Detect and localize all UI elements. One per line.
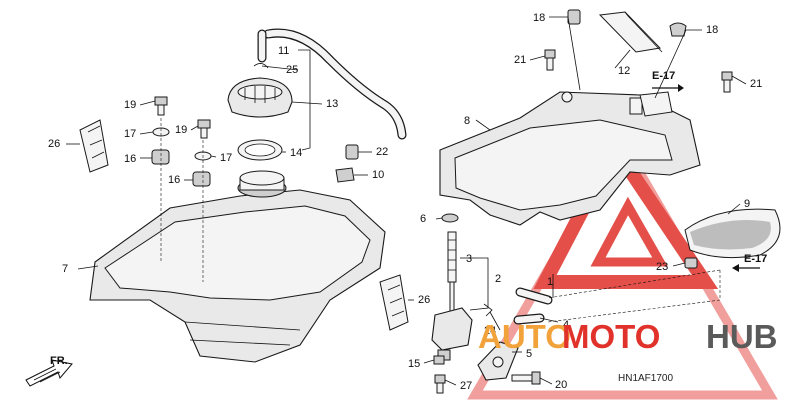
watermark-hub: HUB [706, 318, 778, 355]
callout-18-right: 18 [706, 24, 718, 36]
bolt-21-left [544, 49, 556, 71]
front-direction-arrow: FR. [25, 355, 73, 387]
cushion-22 [345, 144, 359, 160]
callout-1: 1 [547, 276, 553, 288]
section-ref-e17-top: E-17 [652, 70, 675, 82]
bolt-15 [433, 355, 445, 365]
callout-20: 20 [555, 379, 567, 391]
bolt-19-left [154, 96, 168, 116]
fuel-strainer-6 [441, 213, 459, 223]
watermark-moto: MOTO [562, 318, 660, 355]
callout-19-left: 19 [124, 99, 136, 111]
cushion-10 [335, 167, 355, 183]
callout-16-right: 16 [168, 174, 180, 186]
callout-3: 3 [466, 253, 472, 265]
callout-21-right: 21 [750, 78, 762, 90]
callout-4: 4 [563, 319, 569, 331]
callout-17-left: 17 [124, 128, 136, 140]
callout-6: 6 [420, 213, 426, 225]
rubber-16-left [151, 149, 170, 165]
tank-strap-26-top [79, 119, 109, 173]
fuel-tube-3 [447, 231, 457, 283]
callout-22: 22 [376, 146, 388, 158]
callouts: 1 2 3 4 5 6 7 8 9 10 11 12 13 14 15 16 1… [48, 12, 762, 392]
valve-lever-5 [477, 341, 519, 381]
cap-gasket [237, 139, 283, 161]
bolt-23 [684, 257, 698, 269]
pad-12 [598, 11, 663, 53]
fuel-cap [227, 77, 293, 118]
fuel-hose-1 [515, 287, 553, 305]
bolt-27 [434, 374, 446, 394]
clip-18-right [669, 22, 687, 37]
drawing-code: HN1AF1700 [618, 373, 673, 384]
watermark-logo-text: AUTO MOTO HUB [478, 318, 778, 355]
callout-24: 24 [484, 325, 496, 337]
fuel-tank [89, 170, 386, 363]
callout-14: 14 [290, 147, 302, 159]
clip-24 [483, 303, 493, 317]
clip-25 [253, 63, 269, 69]
callout-25: 25 [286, 64, 298, 76]
callout-7: 7 [62, 263, 68, 275]
callout-5: 5 [526, 348, 532, 360]
watermark-auto: AUTO [478, 318, 571, 355]
callout-11: 11 [278, 45, 289, 57]
bolt-19-right [197, 119, 211, 139]
callout-19-right: 19 [175, 124, 187, 136]
section-ref-e17-bottom: E-17 [744, 253, 767, 265]
clip-18-left [567, 9, 581, 25]
heat-guard-9 [684, 208, 781, 259]
callout-23: 23 [656, 261, 668, 273]
callout-18-left: 18 [533, 12, 545, 24]
tank-bracket [439, 91, 701, 226]
rubber-16-right [192, 171, 211, 187]
tank-strap-26-bottom [379, 274, 409, 331]
callout-9: 9 [744, 198, 750, 210]
callout-26-left: 26 [48, 138, 60, 150]
callout-21-left: 21 [514, 54, 526, 66]
callout-26-right: 26 [418, 294, 430, 306]
callout-15: 15 [408, 358, 420, 370]
leader-lines [66, 16, 747, 386]
hose-clip-4 [513, 313, 545, 325]
bolt-21-right [721, 71, 733, 93]
fuel-valve-2 [431, 281, 473, 361]
callout-12: 12 [618, 65, 630, 77]
callout-17-right: 17 [220, 152, 232, 164]
callout-27: 27 [460, 380, 472, 392]
front-marker-label: FR. [50, 355, 68, 367]
callout-2: 2 [495, 273, 501, 285]
callout-13: 13 [326, 98, 338, 110]
screw-20 [511, 371, 541, 385]
breather-hose [257, 28, 407, 140]
callout-16-left: 16 [124, 153, 136, 165]
callout-8: 8 [464, 115, 470, 127]
callout-10: 10 [372, 169, 384, 181]
